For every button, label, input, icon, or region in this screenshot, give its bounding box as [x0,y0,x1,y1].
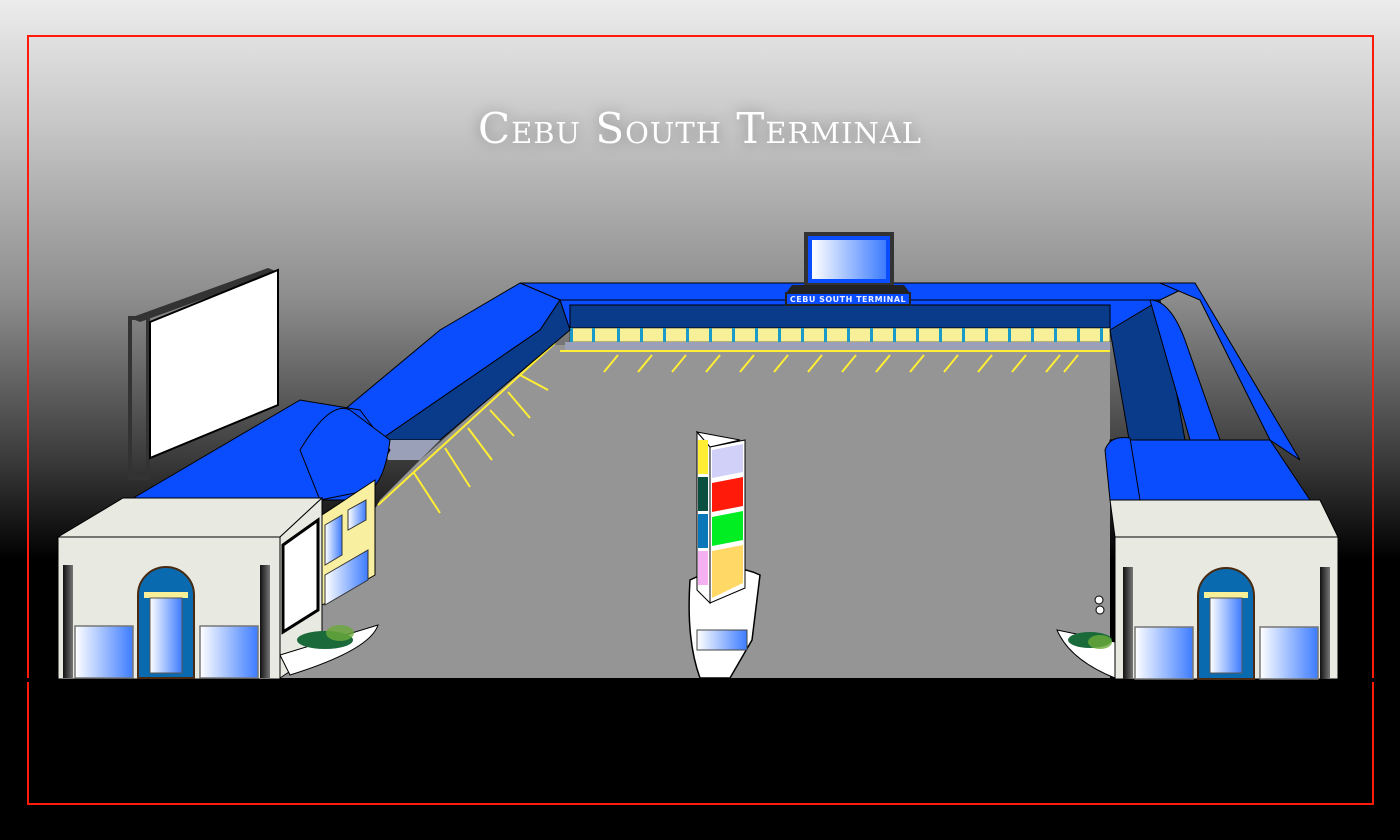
left-roof-wing [128,282,571,501]
left-planter [279,624,379,676]
parking-lines [377,342,1079,514]
rooftop-sign: CEBU SOUTH TERMINAL [785,232,911,306]
pavement [0,345,1400,682]
right-planter [1056,629,1116,679]
right-roof-wing [1104,282,1311,501]
page-title: Cebu South Terminal [477,104,923,153]
left-annex [321,479,376,606]
billboard [128,268,279,480]
rooftop-sign-text: CEBU SOUTH TERMINAL [790,295,906,304]
color-pylon [688,430,761,679]
left-building [56,496,324,680]
right-building [1094,499,1339,680]
